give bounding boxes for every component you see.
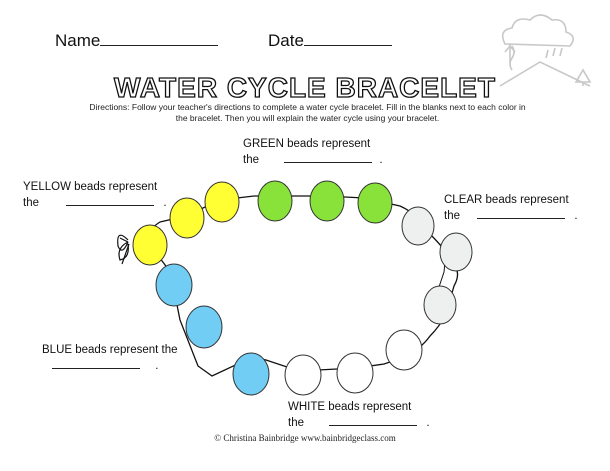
- date-blank[interactable]: [303, 31, 392, 46]
- directions-line-1: Directions: Follow your teacher's direct…: [89, 102, 526, 112]
- name-blank[interactable]: [100, 31, 219, 46]
- green-bead: [257, 180, 293, 222]
- clear-label-the: the: [444, 210, 460, 222]
- directions-line-2: the bracelet. Then you will explain the …: [175, 113, 440, 123]
- date-label: Date: [268, 31, 304, 50]
- copyright-footer: © Christina Bainbridge www.bainbridgecla…: [214, 433, 396, 443]
- white-label-line1: WHITE beads represent: [288, 401, 412, 413]
- yellow-blank[interactable]: [66, 195, 155, 206]
- white-bead: [336, 352, 374, 394]
- green-blank[interactable]: [284, 152, 373, 163]
- white-bead: [284, 354, 322, 396]
- green-label-the: the: [243, 154, 259, 166]
- clear-bead: [423, 285, 457, 325]
- page-title: WATER CYCLE BRACELET: [113, 71, 496, 103]
- clear-blank[interactable]: [477, 208, 566, 219]
- clear-label-line1: CLEAR beads represent: [444, 194, 569, 206]
- clear-bead: [401, 206, 435, 246]
- white-label-end: .: [426, 417, 430, 429]
- yellow-bead: [169, 197, 205, 239]
- green-label: GREEN beads represent the .: [243, 137, 383, 168]
- white-label-the: the: [288, 417, 304, 429]
- blue-blank[interactable]: [52, 358, 140, 369]
- blue-label-end: .: [155, 360, 159, 372]
- white-label: WHITE beads represent the .: [288, 400, 430, 431]
- name-field: Name: [55, 31, 219, 51]
- blue-label-line1: BLUE beads represent the: [42, 344, 178, 356]
- clear-label: CLEAR beads represent the .: [444, 193, 578, 224]
- blue-bead: [155, 263, 193, 307]
- directions-text: Directions: Follow your teacher's direct…: [40, 102, 575, 124]
- name-label: Name: [55, 31, 101, 50]
- green-label-line1: GREEN beads represent: [243, 138, 371, 150]
- date-field: Date: [268, 31, 392, 51]
- yellow-bead: [204, 181, 240, 223]
- green-label-end: .: [379, 154, 383, 166]
- green-bead: [309, 180, 345, 222]
- yellow-label-line1: YELLOW beads represent: [23, 181, 158, 193]
- clear-bead: [439, 232, 473, 272]
- white-bead: [385, 329, 423, 371]
- yellow-label-end: .: [163, 197, 167, 209]
- green-bead: [357, 182, 393, 224]
- blue-bead: [232, 352, 270, 396]
- white-blank[interactable]: [329, 415, 418, 426]
- yellow-bead: [132, 224, 168, 266]
- blue-label: BLUE beads represent the .: [42, 343, 178, 374]
- clear-label-end: .: [574, 210, 578, 222]
- yellow-label: YELLOW beads represent the .: [23, 180, 167, 211]
- bow-icon: [117, 234, 130, 265]
- yellow-label-the: the: [23, 197, 39, 209]
- blue-bead: [185, 305, 223, 349]
